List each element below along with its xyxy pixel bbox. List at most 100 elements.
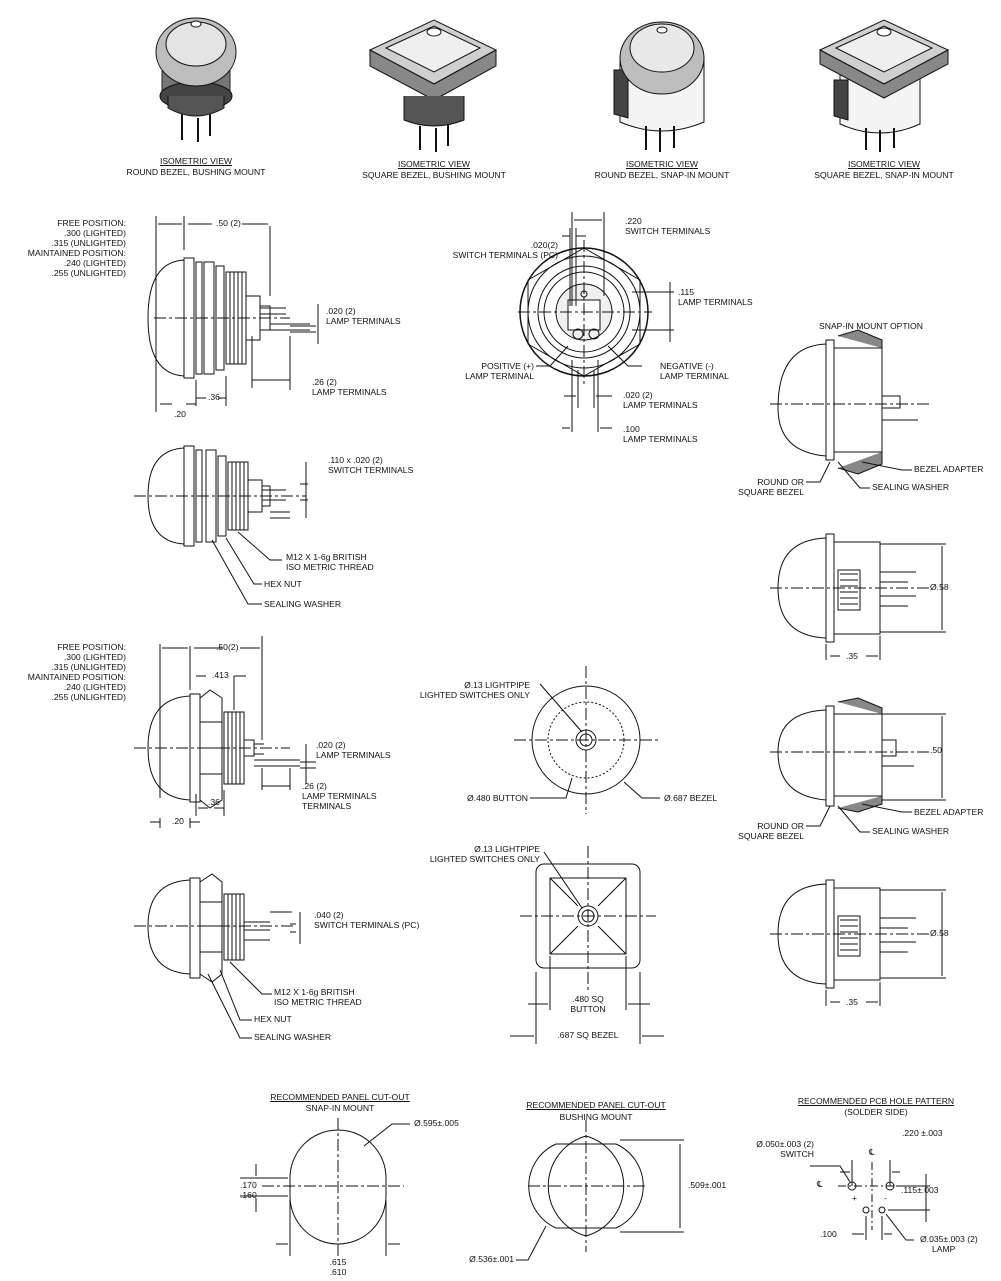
- v3-dim-50: .50(2): [216, 642, 239, 652]
- v2-sw-110: .110 x .020 (2): [328, 455, 383, 465]
- v3-lamp-26: .26 (2): [302, 781, 327, 791]
- square-front-view: [510, 846, 664, 1044]
- iso-square-bushing: [368, 19, 498, 152]
- pcb-minus: -: [884, 1193, 887, 1203]
- rf-lightpipe: Ø.13 LIGHTPIPE: [464, 680, 530, 690]
- pcb-lamp-2: LAMP: [932, 1244, 956, 1254]
- v2-sw-label: SWITCH TERMINALS: [328, 465, 414, 475]
- cs-title: RECOMMENDED PANEL CUT-OUT: [270, 1092, 410, 1102]
- rv-negative: NEGATIVE (-): [660, 361, 714, 371]
- side-view-3: [134, 636, 316, 828]
- round-front-view: [514, 666, 660, 814]
- pcb-d115: .115±.003: [901, 1185, 939, 1195]
- iso-round-bushing: [155, 17, 237, 142]
- v1-dim-20: .20: [174, 409, 186, 419]
- v1-300: .300 (LIGHTED): [63, 228, 126, 238]
- cs-w2: .610: [329, 1267, 347, 1277]
- v1-lamp-020-label: LAMP TERMINALS: [326, 316, 401, 326]
- v3-dim-36: .36: [208, 797, 220, 807]
- iso4-subtitle: SQUARE BEZEL, SNAP-IN MOUNT: [814, 170, 954, 180]
- v3-lamp-26-label-2: TERMINALS: [302, 801, 352, 811]
- pcb-cl-2: ℄: [817, 1179, 823, 1189]
- cb-title: RECOMMENDED PANEL CUT-OUT: [526, 1100, 666, 1110]
- snap-dia-58: Ø.58: [930, 582, 949, 592]
- v4-thread-2: ISO METRIC THREAD: [274, 997, 362, 1007]
- sf-bezel: .687 SQ BEZEL: [557, 1030, 619, 1040]
- pcb-cl-1: ℄: [869, 1147, 875, 1157]
- snap-in-side-1: [770, 329, 930, 489]
- v2-sealing-washer: SEALING WASHER: [264, 599, 342, 609]
- v1-lamp-26-label: LAMP TERMINALS: [312, 387, 387, 397]
- snap-bezel-2: SQUARE BEZEL: [738, 487, 804, 497]
- v4-hex-nut: HEX NUT: [254, 1014, 292, 1024]
- pcb-plus: +: [852, 1193, 858, 1203]
- snap-in-side-2: [770, 533, 946, 660]
- v1-lamp-020: .020 (2): [326, 306, 356, 316]
- v2-thread-2: ISO METRIC THREAD: [286, 562, 374, 572]
- v1-lamp-26: .26 (2): [312, 377, 337, 387]
- v3-lamp-020: .020 (2): [316, 740, 346, 750]
- iso3-subtitle: ROUND BEZEL, SNAP-IN MOUNT: [594, 170, 730, 180]
- side-view-2: [134, 445, 308, 605]
- pcb-sw: Ø.050±.003 (2): [756, 1139, 814, 1149]
- v3-315: .315 (UNLIGHTED): [51, 662, 127, 672]
- cs-dia: Ø.595±.005: [414, 1118, 459, 1128]
- cs-h2: .160: [240, 1190, 257, 1200]
- v1-315: .315 (UNLIGHTED): [51, 238, 127, 248]
- pcb-d220: .220 ±.003: [902, 1128, 943, 1138]
- iso3-title: ISOMETRIC VIEW: [625, 159, 699, 169]
- cutout-bushing: [516, 1120, 684, 1261]
- v1-maint-pos: MAINTAINED POSITION:: [27, 248, 126, 258]
- v4-sw-040: .040 (2): [314, 910, 344, 920]
- rf-lightpipe-2: LIGHTED SWITCHES ONLY: [419, 690, 530, 700]
- v3-maint-pos: MAINTAINED POSITION:: [27, 672, 126, 682]
- v1-240: .240 (LIGHTED): [63, 258, 126, 268]
- v3-255: .255 (UNLIGHTED): [51, 692, 127, 702]
- v3-dim-20: .20: [172, 816, 184, 826]
- rv-220-label: SWITCH TERMINALS: [625, 226, 711, 236]
- iso-square-snap: [818, 19, 950, 152]
- cs-h1: .170: [240, 1180, 257, 1190]
- snap-dim-35b: .35: [846, 997, 858, 1007]
- rv-negative-label: LAMP TERMINAL: [660, 371, 729, 381]
- pcb-hole-pattern: [810, 1160, 930, 1241]
- snap-bezel2-2: SQUARE BEZEL: [738, 831, 804, 841]
- cb-dia: Ø.536±.001: [469, 1254, 514, 1264]
- v4-sealing-washer: SEALING WASHER: [254, 1032, 332, 1042]
- sf-lightpipe-2: LIGHTED SWITCHES ONLY: [429, 854, 540, 864]
- v4-thread-1: M12 X 1-6g BRITISH: [274, 987, 355, 997]
- cutout-snap-in: [240, 1118, 410, 1260]
- v3-300: .300 (LIGHTED): [63, 652, 126, 662]
- rv-020-label: SWITCH TERMINALS (PC): [452, 250, 558, 260]
- v2-thread-1: M12 X 1-6g BRITISH: [286, 552, 367, 562]
- cb-flat: .509±.001: [688, 1180, 727, 1190]
- v2-hex-nut: HEX NUT: [264, 579, 302, 589]
- side-view-4: [134, 873, 301, 1039]
- rv-115-label: LAMP TERMINALS: [678, 297, 753, 307]
- rv-lamp-100-label: LAMP TERMINALS: [623, 434, 698, 444]
- snap-bezel-adapter-2: BEZEL ADAPTER: [914, 807, 984, 817]
- pcb-title: RECOMMENDED PCB HOLE PATTERN: [797, 1096, 955, 1106]
- v1-dim-36: .36: [208, 392, 220, 402]
- iso1-subtitle: ROUND BEZEL, BUSHING MOUNT: [126, 167, 266, 177]
- rv-positive-label: LAMP TERMINAL: [465, 371, 534, 381]
- snap-dim-35: .35: [846, 651, 858, 661]
- sf-button-2: BUTTON: [570, 1004, 606, 1014]
- rv-lamp-100: .100: [623, 424, 640, 434]
- rv-positive: POSITIVE (+): [481, 361, 534, 371]
- rv-lamp-020-label: LAMP TERMINALS: [623, 400, 698, 410]
- snap-dia-58b: Ø.58: [930, 928, 949, 938]
- snap-in-side-3: [770, 697, 946, 833]
- rv-220: .220: [625, 216, 642, 226]
- snap-bezel-adapter: BEZEL ADAPTER: [914, 464, 984, 474]
- sf-button: .480 SQ: [572, 994, 604, 1004]
- pcb-sw-2: SWITCH: [780, 1149, 814, 1159]
- snap-sealing-washer-2: SEALING WASHER: [872, 826, 950, 836]
- cs-subtitle: SNAP-IN MOUNT: [305, 1103, 375, 1113]
- snap-title: SNAP-IN MOUNT OPTION: [819, 321, 923, 331]
- rf-button: Ø.480 BUTTON: [467, 793, 528, 803]
- snap-bezel-1: ROUND OR: [757, 477, 804, 487]
- rf-bezel: Ø.687 BEZEL: [664, 793, 718, 803]
